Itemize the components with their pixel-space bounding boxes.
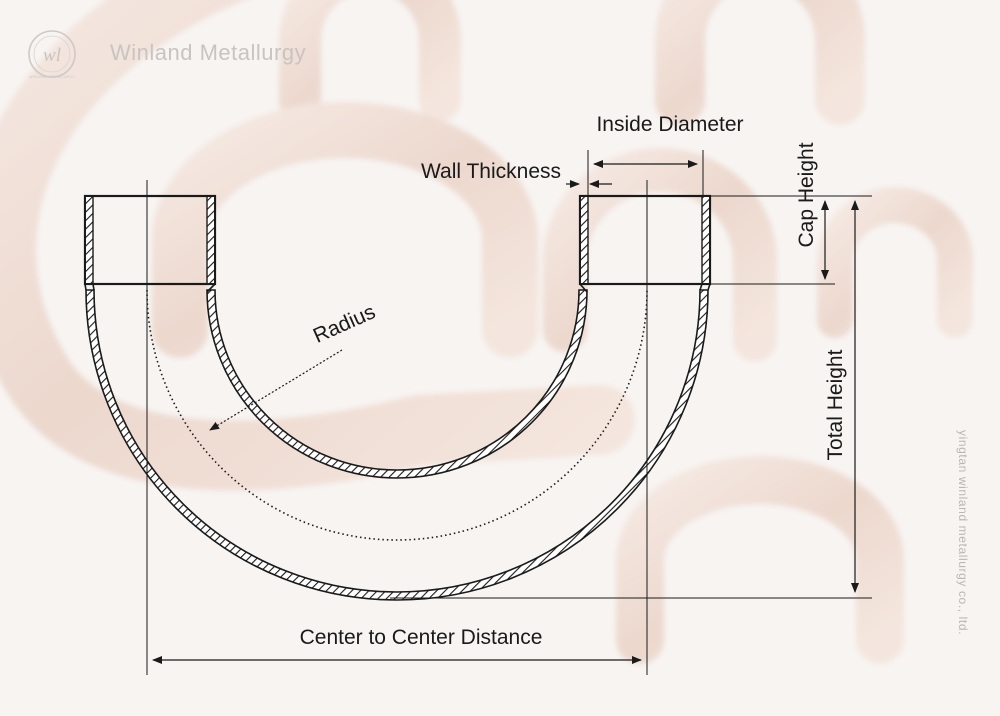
logo-ring-text: WINLAND METALLURGY [29, 74, 76, 79]
inside-diameter-label: Inside Diameter [596, 113, 743, 136]
brand-name: Winland Metallurgy [110, 40, 307, 65]
company-watermark-vertical: yingtan winland metallurgy co., ltd. [956, 430, 970, 636]
left-cap [83, 194, 217, 293]
center-to-center-label: Center to Center Distance [300, 626, 543, 649]
logo-initials: wl [43, 45, 61, 66]
radius-center-arc [146, 289, 648, 541]
brand-watermark: wl WINLAND METALLURGY Winland Metallurgy [22, 28, 352, 80]
cap-height-label: Cap Height [795, 142, 818, 247]
right-cap [578, 194, 712, 293]
total-height-label: Total Height [824, 349, 847, 460]
radius-label: Radius [310, 300, 379, 348]
winland-logo-icon: wl WINLAND METALLURGY [28, 30, 76, 79]
radius-leader-arrow [209, 349, 343, 431]
pipe-wall [85, 289, 709, 601]
pipe-inner-wall [206, 289, 588, 479]
wall-thickness-label: Wall Thickness [421, 160, 561, 183]
